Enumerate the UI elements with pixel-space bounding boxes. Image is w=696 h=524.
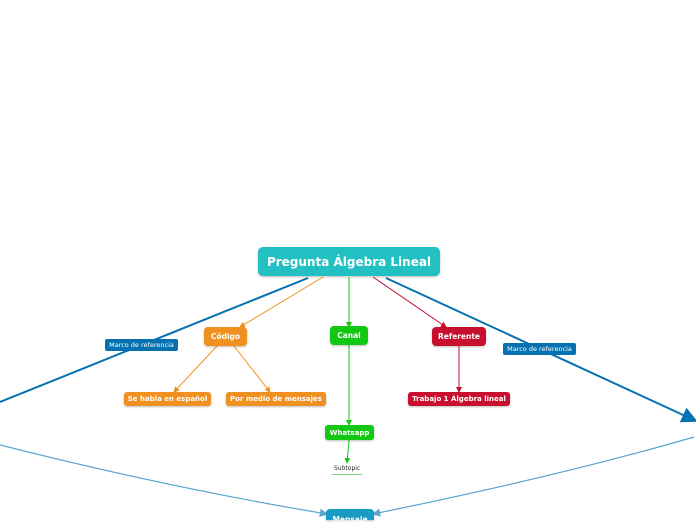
relation-curve-right (371, 436, 695, 517)
topic-referente-label: Referente (437, 332, 480, 341)
topic-codigo[interactable]: Código (204, 327, 247, 346)
topic-codigo-label: Código (210, 332, 241, 341)
link-codigo-espanol (173, 345, 218, 393)
subtopic-se-habla-espanol[interactable]: Se habla en español (124, 392, 211, 406)
topic-canal-label: Canal (337, 331, 361, 340)
link-root-codigo (239, 276, 324, 328)
topic-canal[interactable]: Canal (330, 326, 368, 345)
link-whatsapp-subtopic (344, 439, 351, 464)
link-root-referente (372, 276, 447, 328)
relation-label-left[interactable]: Marco de referencia (105, 339, 178, 351)
subtopic-trabajo-algebra[interactable]: Trabajo 1 Álgebra lineal (408, 392, 510, 406)
subtopic-label: Se habla en español (127, 395, 208, 403)
subtopic-label: Subtopic (334, 465, 361, 472)
link-codigo-mensajes (233, 345, 271, 393)
subtopic-placeholder[interactable]: Subtopic (332, 465, 363, 475)
topic-mensaje[interactable]: Mensaje (326, 509, 374, 524)
relation-label-right[interactable]: Marco de referencia (503, 343, 576, 355)
subtopic-label: Trabajo 1 Álgebra lineal (412, 395, 506, 403)
topic-referente[interactable]: Referente (432, 327, 486, 346)
subtopic-label: Whatsapp (329, 428, 370, 437)
relation-label-text: Marco de referencia (507, 345, 572, 353)
root-topic-label: Pregunta Álgebra Lineal (266, 254, 432, 269)
subtopic-label: Por medio de mensajes (230, 395, 322, 403)
subtopic-por-medio-mensajes[interactable]: Por medio de mensajes (226, 392, 326, 406)
root-topic[interactable]: Pregunta Álgebra Lineal (258, 247, 440, 276)
relation-curve-left (0, 444, 329, 517)
subtopic-whatsapp[interactable]: Whatsapp (325, 425, 374, 440)
relation-label-text: Marco de referencia (109, 341, 174, 349)
